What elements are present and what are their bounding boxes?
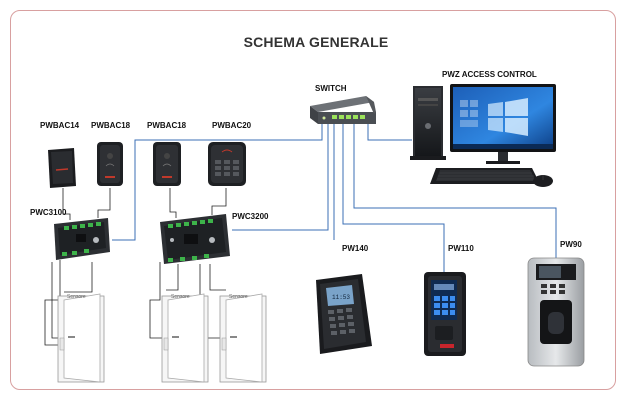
diagram-title: SCHEMA GENERALE — [243, 34, 389, 50]
controller-pwc3100-icon — [54, 218, 110, 260]
reader-pwbac20-icon — [208, 142, 246, 186]
door-1-icon: Sensore — [57, 293, 105, 383]
terminal-pw90-label: PW90 — [560, 240, 582, 249]
terminal-pw90-icon — [527, 257, 585, 367]
controller-pwc3200-label: PWC3200 — [232, 212, 269, 221]
terminal-pw110-label: PW110 — [448, 244, 474, 253]
link-switch-pw90 — [353, 124, 557, 258]
keyboard-icon — [430, 168, 540, 184]
link-switch-pw110 — [342, 124, 445, 272]
reader-pwbac18-label: PWBAC18 — [91, 121, 131, 130]
pw140-screen-time: 11:53 — [332, 294, 350, 301]
diagram-frame — [10, 10, 616, 390]
reader-pwbac14-label: PWBAC14 — [40, 121, 80, 130]
pc-tower-icon — [410, 86, 446, 160]
terminal-pw110-icon — [424, 272, 466, 356]
link-switch-pwc3200 — [232, 124, 329, 231]
reader-pwbac14-icon — [48, 148, 76, 188]
door-2-sensor-label: Sensore — [171, 294, 190, 300]
reader-pwbac18-2-label: PWBAC18 — [147, 121, 187, 130]
door-3-icon: Sensore — [219, 293, 267, 383]
access-control-label: PWZ ACCESS CONTROL — [442, 70, 537, 79]
network-switch — [310, 96, 376, 124]
terminal-pw140-icon: 11:53 — [316, 274, 372, 354]
door-2-icon: Sensore — [161, 293, 209, 383]
network-lines — [112, 124, 557, 272]
door-1-sensor-label: Sensore — [67, 294, 86, 300]
reader-pwbac18-2-icon — [153, 142, 181, 186]
link-switch-pc — [367, 124, 412, 141]
monitor-icon — [450, 84, 556, 164]
switch-label: SWITCH — [315, 84, 347, 93]
controller-pwc3100-label: PWC3100 — [30, 208, 67, 217]
door-3-sensor-label: Sensore — [229, 294, 248, 300]
reader-pwbac18-icon — [97, 142, 123, 186]
mouse-icon — [533, 175, 553, 187]
terminal-pw140-label: PW140 — [342, 244, 369, 253]
controller-pwc3200-icon — [160, 214, 230, 264]
reader-pwbac20-label: PWBAC20 — [212, 121, 252, 130]
link-switch-pwc3100 — [112, 124, 323, 241]
